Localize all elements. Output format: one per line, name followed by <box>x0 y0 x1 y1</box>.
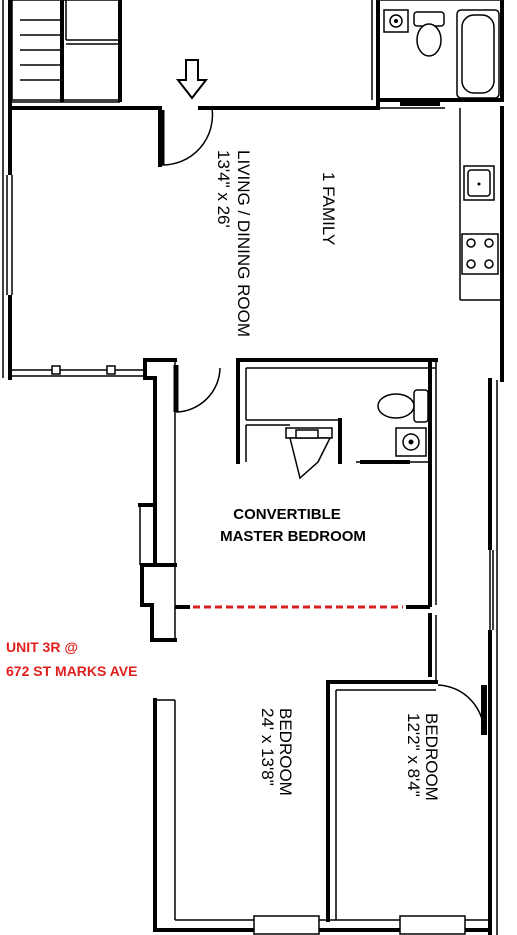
bedroom-main-size: 24' x 13'8" <box>258 708 277 786</box>
window-icon <box>51 365 116 375</box>
stove-icon <box>461 233 499 275</box>
staircase <box>11 0 122 102</box>
convertible-label-line2: MASTER BEDROOM <box>220 528 366 545</box>
bedroom-main-label: BEDROOM 24' x 13'8" <box>258 708 295 796</box>
family-label: 1 FAMILY <box>319 172 338 245</box>
toilet-icon <box>413 11 445 57</box>
bathtub-icon <box>456 9 500 99</box>
living-room-size: 13'4" x 26' <box>214 150 233 228</box>
interior-walls <box>158 102 502 922</box>
bedroom-main-name: BEDROOM <box>276 708 295 796</box>
toilet-icon <box>377 389 429 423</box>
sink-icon <box>383 9 409 33</box>
living-dining-label: LIVING / DINING ROOM 13'4" x 26' <box>214 150 253 337</box>
door-swing-icon <box>161 107 485 736</box>
entry-arrow-icon <box>175 59 209 100</box>
exterior-walls <box>1 0 504 935</box>
bedroom-small-size: 12'2" x 8'4" <box>404 713 423 797</box>
shower-icon <box>285 427 333 480</box>
unit-label-line2: 672 ST MARKS AVE <box>6 663 137 679</box>
convertible-label-line1: CONVERTIBLE <box>233 506 341 523</box>
bedroom-small-name: BEDROOM <box>422 713 441 801</box>
bedroom-small-label: BEDROOM 12'2" x 8'4" <box>404 713 441 801</box>
unit-label-line1: UNIT 3R @ <box>6 639 78 655</box>
living-room-name: LIVING / DINING ROOM <box>234 150 253 337</box>
kitchen-sink-icon <box>463 165 495 201</box>
sink-icon <box>395 427 427 457</box>
family-label-text: 1 FAMILY <box>319 172 338 245</box>
